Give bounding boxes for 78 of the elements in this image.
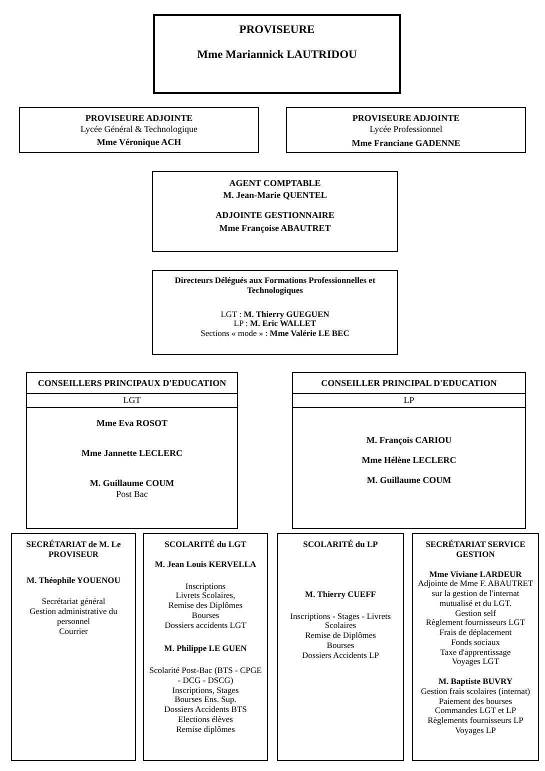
staff-name: Mme Mariannick LAUTRIDOU <box>197 49 357 62</box>
description-text: LP : M. Eric WALLET <box>234 319 316 330</box>
box-title: CONSEILLERS PRINCIPAUX D'EDUCATION <box>38 378 226 388</box>
description-text: Adjointe de Mme F. ABAUTRET sur la gestion de l'internat mutualisé et du LGT. <box>416 579 534 609</box>
org-box <box>152 171 398 252</box>
description-text: Bourses <box>326 640 354 651</box>
org-box <box>143 533 268 761</box>
description-text: Fonds sociaux <box>451 638 500 648</box>
description-text: Secrétariat général <box>42 597 106 608</box>
description-text: Gestion self <box>455 608 496 618</box>
staff-name: Mme Françoise ABAUTRET <box>219 223 331 234</box>
staff-name: M. Baptiste BUVRY <box>438 677 513 687</box>
staff-name: M. Théophile YOUENOU <box>26 576 120 586</box>
box-title: SECRÉTARIAT SERVICE GESTION <box>424 540 526 560</box>
description-text: Règlements fournisseurs LP <box>428 716 524 726</box>
description-text: Lycée Professionnel <box>370 124 442 135</box>
staff-name: Mme Franciane GADENNE <box>352 138 460 148</box>
box-title: PROVISEURE ADJOINTE <box>352 113 460 124</box>
description-text: Dossiers Accidents BTS <box>164 705 247 715</box>
staff-name: M. Thierry CUEFF <box>305 590 376 600</box>
org-box <box>26 372 238 529</box>
description-text: Paiement des bourses <box>438 696 512 706</box>
staff-name: M. François CARIOU <box>366 434 452 446</box>
description-text: Voyages LP <box>455 726 496 736</box>
staff-name: ADJOINTE GESTIONNAIRE <box>216 210 334 220</box>
section-band: LP <box>293 393 525 408</box>
description-text: Inscriptions <box>185 582 226 592</box>
description-text: Dossiers Accidents LP <box>302 650 379 660</box>
staff-name: M. Jean-Marie QUENTEL <box>223 190 327 201</box>
description-text: Bourses Ens. Sup. <box>174 695 236 706</box>
description-text: Voyages LGT <box>452 657 500 668</box>
org-box <box>412 533 539 761</box>
description-text: Post Bac <box>116 488 148 500</box>
description-text: LGT : M. Thierry GUEGUEN <box>220 310 330 320</box>
description-text: Elections élèves <box>178 714 233 725</box>
staff-name: Mme Eva ROSOT <box>96 418 168 428</box>
org-box <box>277 533 404 761</box>
section-band: LGT <box>27 393 237 408</box>
box-title: SCOLARITÉ du LGT <box>164 540 246 550</box>
description-text: Sections « mode » : Mme Valérie LE BEC <box>200 329 350 339</box>
org-box <box>19 107 259 153</box>
description-text: Dossiers accidents LGT <box>164 620 246 630</box>
box-title: PROVISEURE <box>239 24 315 38</box>
description-text: Inscriptions, Stages <box>172 686 239 696</box>
description-text: Remise de Diplômes <box>305 631 376 641</box>
staff-name: Mme Hélène LECLERC <box>362 455 456 466</box>
box-title: CONSEILLER PRINCIPAL D'EDUCATION <box>321 378 497 388</box>
staff-name: M. Guillaume COUM <box>366 475 452 486</box>
description-text: Gestion administrative du personnel <box>28 607 118 627</box>
org-box <box>286 107 526 153</box>
org-box <box>152 270 398 355</box>
description-text: Remise diplômes <box>176 724 235 734</box>
staff-name: Mme Viviane LARDEUR <box>429 570 522 580</box>
box-title: PROVISEURE ADJOINTE <box>85 113 193 124</box>
box-title: SECRÉTARIAT de M. Le PROVISEUR <box>25 540 122 560</box>
staff-name: M. Jean Louis KERVELLA <box>154 560 256 570</box>
staff-name: M. Guillaume COUM <box>90 478 174 489</box>
description-text: Remise des Diplômes <box>168 601 243 611</box>
box-title: AGENT COMPTABLE <box>229 178 321 188</box>
description-text: Bourses <box>192 610 220 621</box>
org-box <box>153 14 401 94</box>
description-text: Courrier <box>59 626 88 636</box>
staff-name: M. Philippe LE GUEN <box>164 644 247 654</box>
staff-name: Mme Jannette LECLERC <box>82 448 182 458</box>
description-text: Frais de déplacement <box>439 628 512 638</box>
description-text: Taxe d'apprentissage <box>440 648 511 658</box>
org-box <box>292 372 526 529</box>
description-text: Lycée Général & Technologique <box>80 124 198 135</box>
staff-name: Mme Véronique ACH <box>96 136 182 148</box>
description-text: Règlement fournisseurs LGT <box>426 618 526 628</box>
description-text: Inscriptions - Stages - Livrets Scolaires <box>289 612 392 632</box>
description-text: Livrets Scolaires, <box>176 591 236 602</box>
description-text: Commandes LGT et LP <box>434 706 516 716</box>
box-title: Directeurs Délégués aux Formations Professionnelles et Technologiques <box>174 276 376 296</box>
org-box <box>11 533 136 761</box>
box-title: SCOLARITÉ du LP <box>303 540 378 550</box>
description-text: Gestion frais scolaires (internat) <box>420 686 530 697</box>
description-text: Scolarité Post-Bac (BTS - CPGE - DCG - DSCG) <box>148 666 263 686</box>
